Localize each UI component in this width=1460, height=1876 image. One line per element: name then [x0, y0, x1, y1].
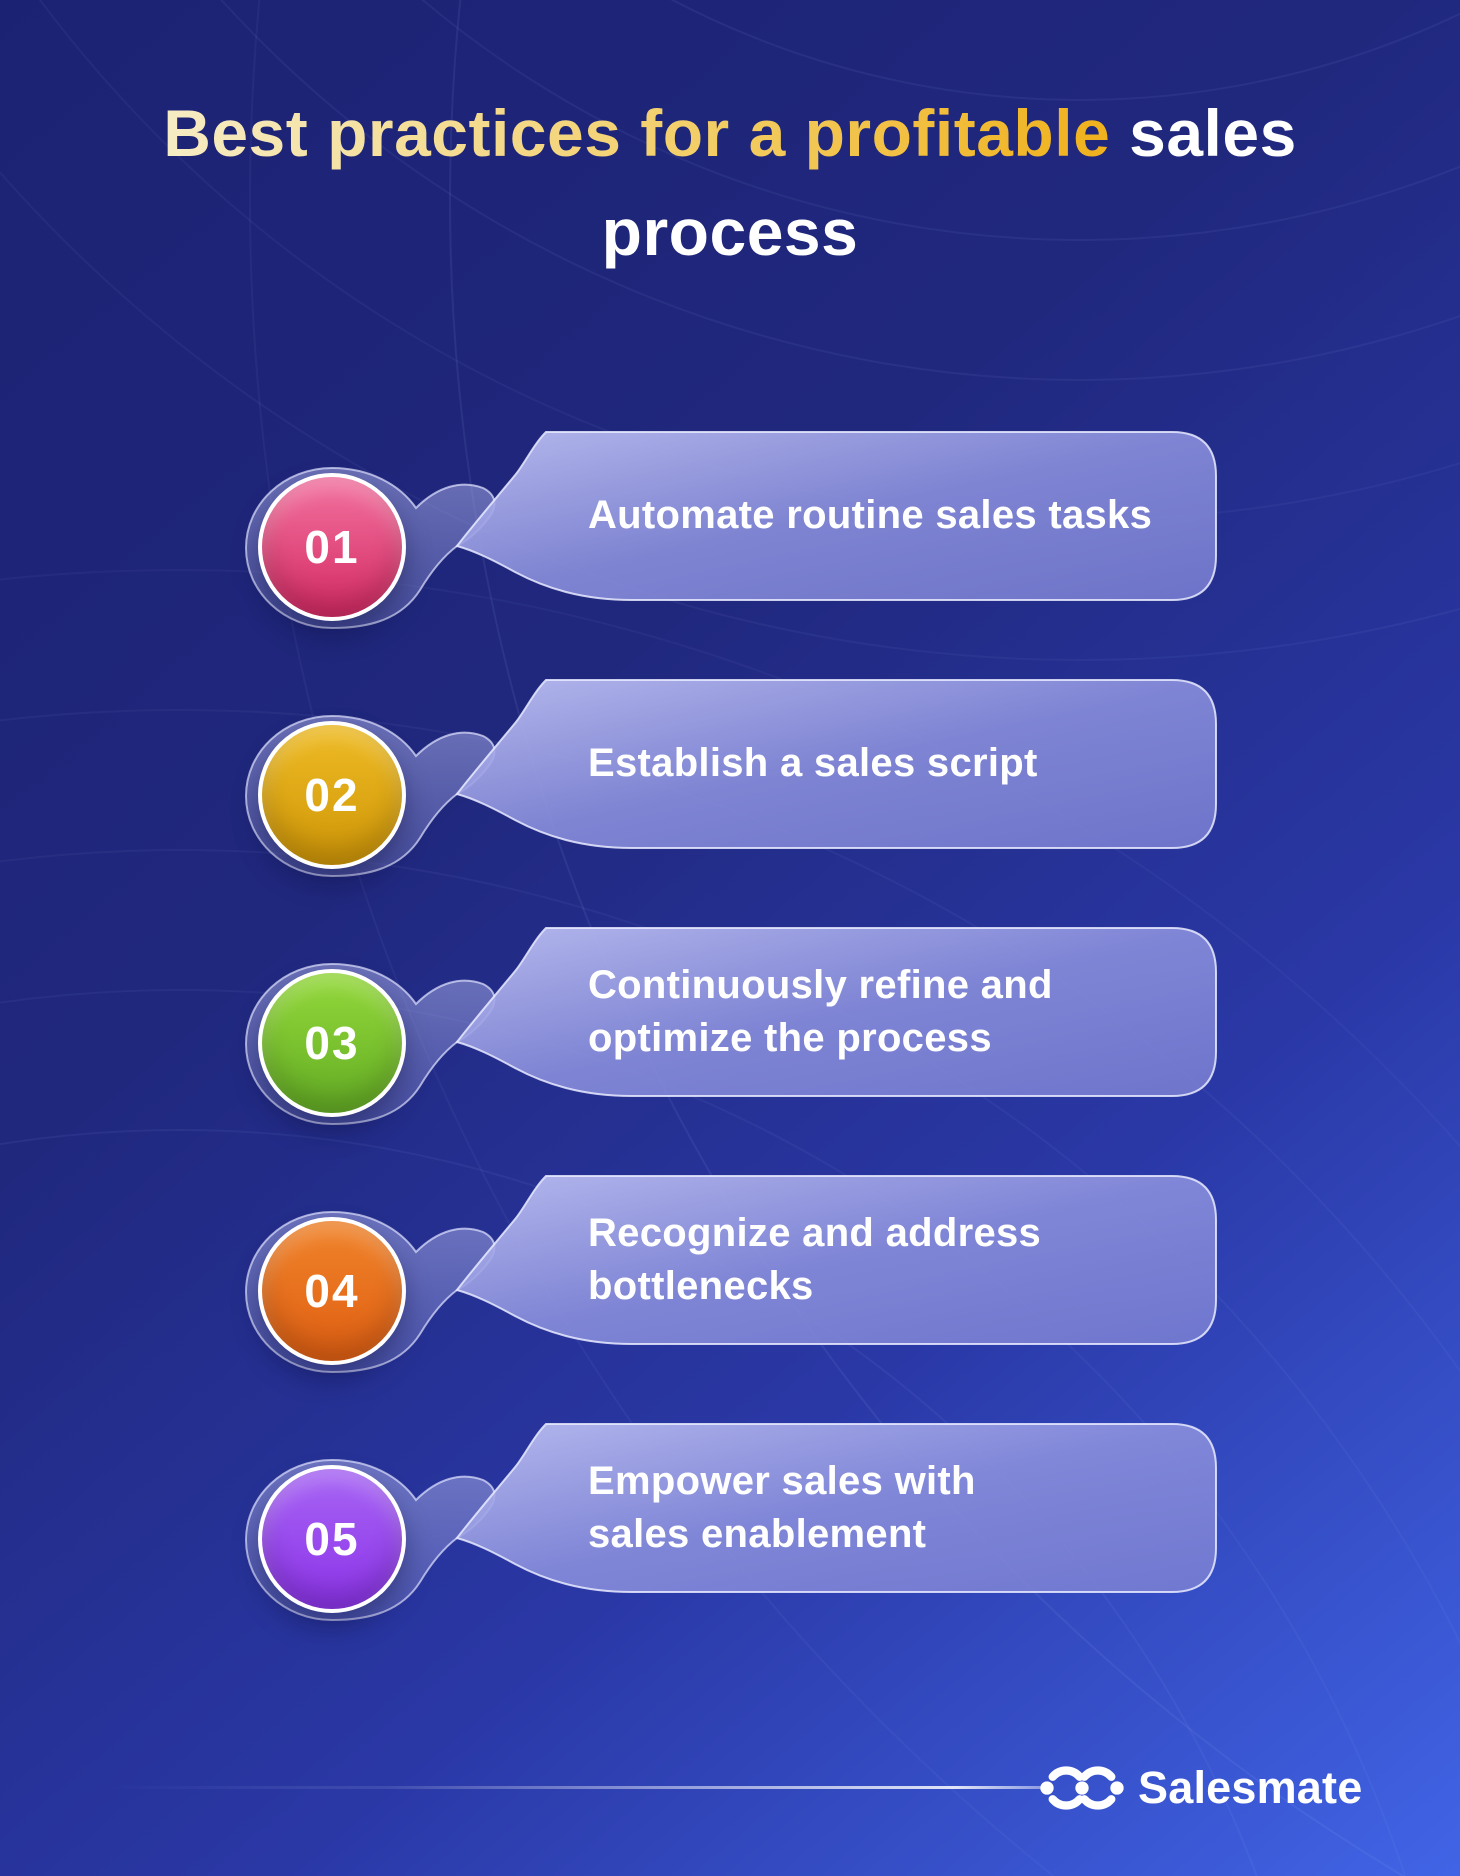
- step-label: Recognize and address bottlenecks: [588, 1210, 1042, 1308]
- brand-name: Salesmate: [1138, 1762, 1363, 1813]
- step-label: Continuously refine and optimize the pro…: [588, 962, 1053, 1060]
- step-number: 04: [304, 1265, 360, 1317]
- step-number: 05: [304, 1513, 360, 1565]
- step-number: 01: [304, 521, 360, 573]
- step-item-2: 02 Establish a sales script: [200, 648, 1260, 908]
- page-title: Best practices for a profitable sales pr…: [0, 84, 1460, 282]
- page-title-line2: process: [601, 195, 859, 269]
- step-item-3: 03 Continuously refine and optimize the …: [200, 896, 1260, 1156]
- chain-links-icon: [1040, 1766, 1124, 1810]
- step-number-circle: 04: [258, 1217, 406, 1365]
- title-gold-text: Best practices for a profitable: [163, 96, 1111, 170]
- step-number: 03: [304, 1017, 360, 1069]
- step-number-circle: 03: [258, 969, 406, 1117]
- step-item-1: 01 Automate routine sales tasks: [200, 400, 1260, 660]
- step-label: Empower sales with sales enablement: [588, 1458, 976, 1556]
- title-white-text: sales: [1129, 96, 1297, 170]
- step-number-circle: 02: [258, 721, 406, 869]
- step-number-circle: 05: [258, 1465, 406, 1613]
- step-label: Automate routine sales tasks: [588, 493, 1153, 538]
- step-label: Establish a sales script: [588, 741, 1038, 786]
- step-item-5: 05 Empower sales with sales enablement: [200, 1392, 1260, 1652]
- step-number: 02: [304, 769, 360, 821]
- step-number-circle: 01: [258, 473, 406, 621]
- footer-divider-line: [105, 1786, 1050, 1789]
- brand-logo: Salesmate: [1040, 1762, 1362, 1814]
- step-item-4: 04 Recognize and address bottlenecks: [200, 1144, 1260, 1404]
- page-title-line1: Best practices for a profitable sales: [0, 84, 1460, 183]
